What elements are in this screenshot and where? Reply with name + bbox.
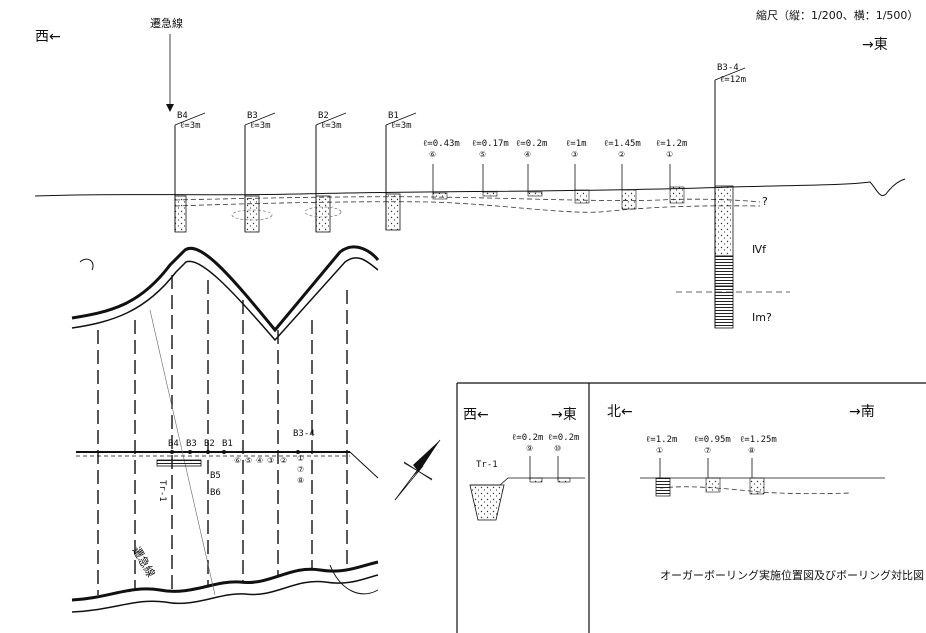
boring-b2-id: B2 (318, 111, 329, 121)
auger-3-num: ③ (571, 150, 579, 159)
boring-b2 (304, 112, 347, 233)
map-point-4: ④ (256, 456, 264, 465)
map-point-2: ② (280, 456, 288, 465)
scale-note: 縮尺（縦：1/200、横：1/500） (756, 9, 919, 22)
auger-1-num: ① (666, 150, 674, 159)
auger-4-depth: ℓ=0.2m (516, 139, 548, 149)
map-b4-label: B4 (168, 439, 179, 449)
map-point-8: ⑧ (297, 476, 305, 485)
boring-b2-depth: ℓ=3m (321, 121, 342, 131)
map-b6-label: B6 (210, 488, 221, 498)
ew-trench-label: Tr-1 (476, 460, 498, 470)
ns-auger-7-num: ⑦ (704, 446, 712, 455)
auger-2-num: ② (618, 150, 626, 159)
map-b2-label: B2 (204, 439, 215, 449)
ns-auger-8-num: ⑧ (748, 446, 756, 455)
boring-b3-depth: ℓ=3m (250, 121, 271, 131)
auger-5-num: ⑤ (479, 150, 487, 159)
boring-b34-id: B3-4 (717, 63, 739, 73)
auger-holes (432, 164, 685, 210)
compass-icon (394, 439, 441, 501)
ns-south-label: →南 (849, 404, 875, 420)
map-b5-label: B5 (210, 471, 221, 481)
ew-east-label: →東 (551, 407, 577, 423)
ew-auger-9-num: ⑨ (526, 444, 534, 453)
boring-b4 (174, 112, 206, 233)
boring-b1 (385, 112, 417, 231)
auger-4-num: ④ (524, 150, 532, 159)
ns-auger-7-depth: ℓ=0.95m (694, 435, 731, 445)
ew-west-label: 西← (463, 407, 489, 423)
map-point-3: ③ (267, 456, 275, 465)
auger-6-num: ⑥ (429, 150, 437, 159)
auger-5-depth: ℓ=0.17m (472, 139, 509, 149)
boring-b4-depth: ℓ=3m (180, 121, 201, 131)
auger-1-depth: ℓ=1.2m (656, 139, 688, 149)
map-b1-label: B1 (222, 439, 233, 449)
boring-b3-id: B3 (247, 111, 258, 121)
profile-stream-label: 遷急線 (150, 17, 183, 30)
auger-2-depth: ℓ=1.45m (604, 139, 641, 149)
boring-b4-id: B4 (177, 111, 188, 121)
map-point-6: ⑥ (234, 456, 242, 465)
layer-upper-label: Ⅳf (752, 243, 767, 256)
ns-panel (640, 458, 885, 497)
map-tr1-label: Tr-1 (157, 480, 167, 502)
map-b34-label: B3-4 (293, 429, 315, 439)
profile-west-label: 西← (35, 29, 61, 45)
profile-section (34, 34, 906, 329)
ns-auger-8-depth: ℓ=1.25m (740, 435, 777, 445)
ew-auger-10-num: ⑩ (554, 444, 562, 453)
ew-auger-9-depth: ℓ=0.2m (512, 433, 544, 443)
map-point-5: ⑤ (245, 456, 253, 465)
map-point-7: ⑦ (297, 465, 305, 474)
layer-lower-label: Ⅰm? (752, 311, 772, 324)
ground-surface-line (34, 178, 906, 197)
boring-b3 (231, 112, 276, 233)
auger-3-depth: ℓ=1m (566, 139, 587, 149)
boring-b1-id: B1 (388, 111, 399, 121)
map-b3-label: B3 (186, 439, 197, 449)
stream-arrow-head (166, 104, 174, 112)
layer-question-mark: ? (762, 195, 768, 208)
map-point-1: ① (297, 454, 305, 463)
boring-b1-depth: ℓ=3m (391, 121, 412, 131)
ns-north-label: 北← (607, 404, 633, 420)
location-map (71, 245, 380, 613)
boring-b3-4 (676, 67, 790, 329)
figure-caption: オーガーボーリング実施位置図及びボーリング対比図 (660, 569, 924, 582)
ew-auger-10-depth: ℓ=0.2m (548, 433, 580, 443)
auger-6-depth: ℓ=0.43m (423, 139, 460, 149)
profile-east-label: →東 (862, 37, 888, 53)
ns-auger-1-depth: ℓ=1.2m (646, 435, 678, 445)
ns-auger-1-num: ① (656, 446, 664, 455)
ew-panel (456, 382, 926, 633)
layer-boundary-lower (174, 201, 761, 213)
boring-b34-depth: ℓ=12m (720, 75, 746, 85)
